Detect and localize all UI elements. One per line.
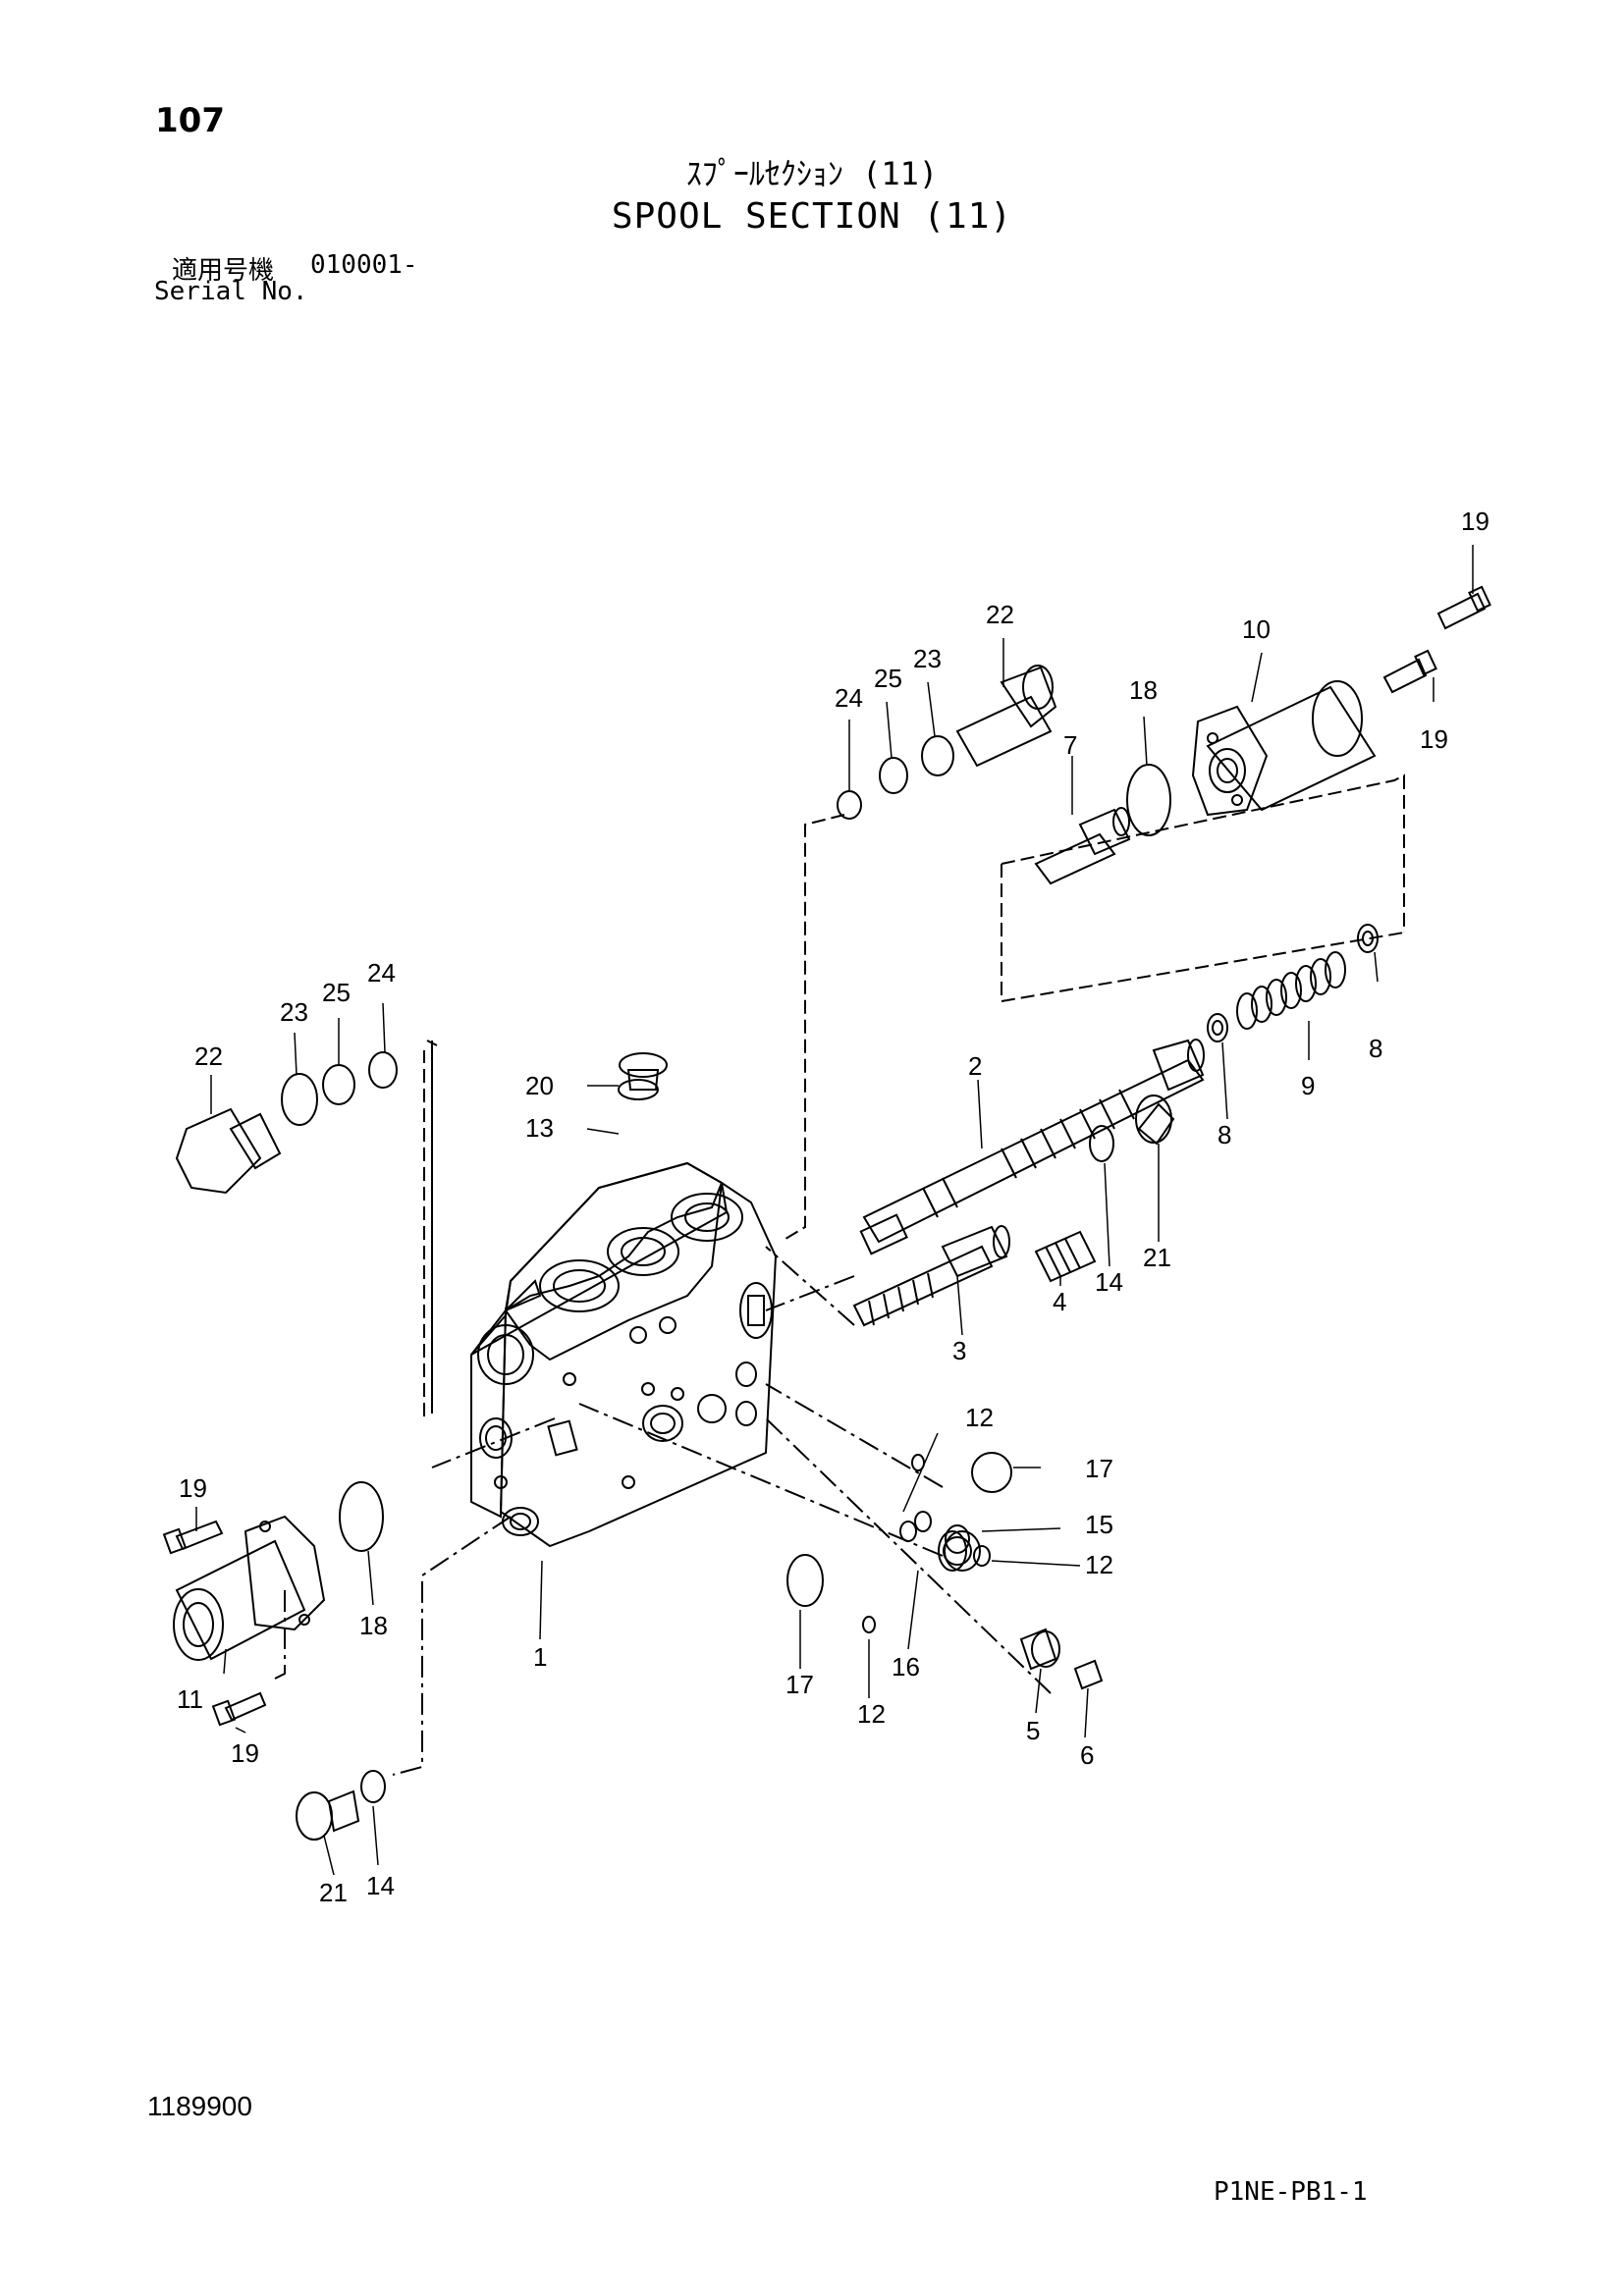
callout-label: 22	[194, 1041, 223, 1071]
o-rings	[281, 735, 1171, 1803]
dashed-assembly-lines	[423, 774, 1405, 1416]
spring-cap	[1191, 680, 1377, 817]
callout-label: 4	[1053, 1287, 1066, 1316]
spool	[859, 1039, 1205, 1255]
callout-label: 14	[366, 1871, 395, 1900]
plug-21-lower	[296, 1789, 360, 1841]
callout-label: 16	[892, 1652, 920, 1682]
callout-label: 12	[857, 1699, 886, 1729]
callout-label: 14	[1095, 1267, 1123, 1297]
callout-label: 17	[785, 1670, 814, 1699]
callout-label: 1	[533, 1642, 547, 1672]
poppet-stem	[852, 1225, 1010, 1327]
callout-label: 11	[177, 1684, 203, 1714]
callout-label: 22	[986, 600, 1014, 629]
callout-label: 13	[525, 1113, 554, 1143]
callout-label: 25	[322, 978, 351, 1007]
callout-label: 12	[1085, 1550, 1113, 1579]
spring-seat	[1207, 924, 1379, 1042]
serial-number-value: 010001-	[310, 250, 418, 280]
page-title: SPOOL SECTION (11)	[611, 196, 1013, 237]
plug-22-left	[175, 1107, 282, 1195]
callout-label: 23	[280, 997, 308, 1027]
callout-leaders	[195, 545, 1474, 1876]
drawing-number: 1189900	[147, 2091, 252, 2121]
callout-label: 19	[1420, 724, 1448, 754]
callout-label: 19	[1461, 507, 1489, 536]
callout-label: 15	[1085, 1510, 1113, 1539]
spring-cap-lower	[173, 1515, 326, 1661]
callout-label: 17	[1085, 1454, 1113, 1483]
callout-label: 21	[1143, 1243, 1171, 1272]
callout-label: 8	[1218, 1120, 1231, 1149]
callout-label: 5	[1026, 1716, 1040, 1745]
plug-5	[1019, 1628, 1060, 1671]
callout-label: 19	[179, 1473, 207, 1503]
page-title-japanese: ｽﾌﾟｰﾙｾｸｼｮﾝ (11)	[685, 155, 939, 192]
callout-label: 25	[874, 664, 902, 693]
plug-21	[1135, 1095, 1175, 1146]
spring-6	[1073, 1659, 1104, 1690]
callout-label: 24	[835, 683, 863, 713]
callout-label: 2	[968, 1051, 982, 1081]
spring-4	[1034, 1230, 1097, 1283]
callout-label: 10	[1242, 614, 1271, 644]
page-number: 107	[155, 101, 225, 140]
callout-labels: 19 22 10 23 25 24 18 19 7 24 25 23 22 8 …	[177, 507, 1489, 1907]
callout-label: 3	[952, 1336, 966, 1365]
serial-label-japanese: 適用号機	[172, 256, 275, 286]
callout-label: 18	[1129, 675, 1158, 705]
page-code: P1NE-PB1-1	[1214, 2177, 1368, 2207]
callout-label: 7	[1063, 730, 1077, 760]
callout-label: 18	[359, 1611, 388, 1640]
callout-label: 20	[525, 1071, 554, 1100]
piston	[1034, 807, 1131, 885]
callout-label: 12	[965, 1403, 994, 1432]
spring-9	[1236, 951, 1346, 1030]
callout-label: 21	[319, 1878, 348, 1907]
chain-leader-lines	[274, 1246, 1052, 1776]
callout-label: 9	[1301, 1071, 1315, 1100]
callout-label: 6	[1080, 1740, 1094, 1770]
plug-20	[619, 1052, 668, 1091]
serial-label: Serial No.	[154, 277, 308, 306]
callout-label: 24	[367, 958, 396, 988]
callout-label: 8	[1369, 1034, 1382, 1063]
valve-body	[470, 1161, 778, 1548]
plug-22	[955, 665, 1057, 768]
bolt-19	[162, 585, 1491, 1727]
callout-label: 23	[913, 644, 942, 673]
callout-label: 19	[231, 1738, 259, 1768]
